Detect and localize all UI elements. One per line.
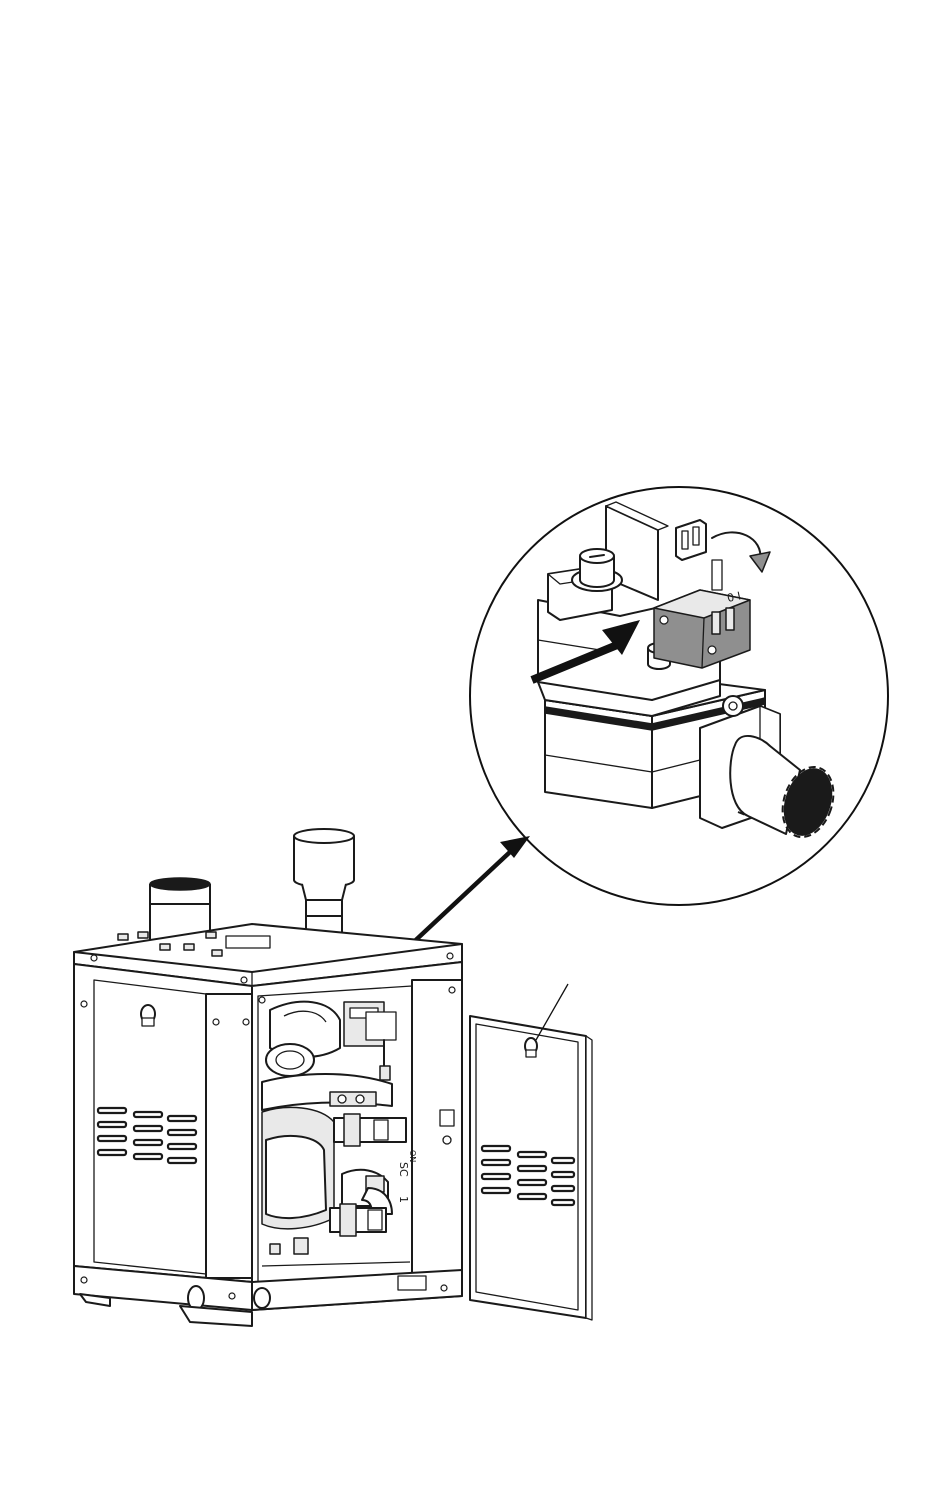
bay-marking-1: 1 [397,1196,410,1203]
cabinet-open-bay: SC 1 ON [252,962,462,1310]
bay-marking-sc: SC [397,1162,410,1177]
heater-assembly: SC 1 ON [74,829,462,1326]
cabinet-left-panel [74,964,252,1282]
bay-marking-on: ON [408,1150,417,1162]
detail-callout: 0 I [470,487,888,905]
access-door [470,984,592,1320]
